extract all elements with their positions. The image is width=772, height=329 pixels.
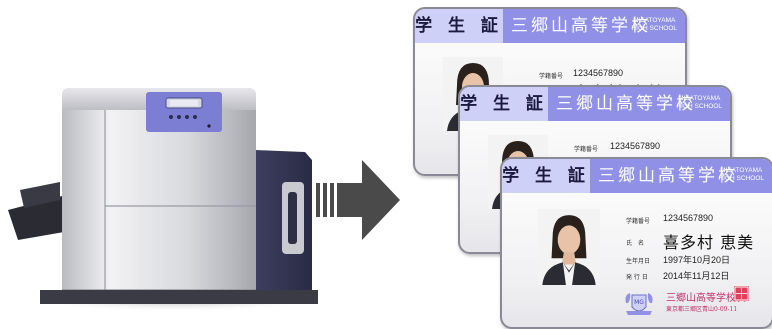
name-label: 氏 名 (626, 240, 645, 247)
card-header: 学 生 証 三郷山高等学校 MISATOYAMA HIGH SCHOOL (415, 9, 685, 43)
issue-date-label: 発 行 日 (626, 274, 648, 281)
student-no-label: 学籍番号 (626, 218, 651, 225)
svg-text:MG: MG (634, 299, 644, 306)
school-name: 三郷山高等学校 (556, 94, 696, 114)
card-printer-illustration (8, 88, 325, 312)
student-no-label: 学籍番号 (574, 146, 599, 153)
student-photo (538, 209, 600, 285)
student-name: 喜多村 恵美 (663, 233, 755, 252)
school-name: 三郷山高等学校 (511, 16, 651, 36)
card-header: 学 生 証 三郷山高等学校 MISATOYAMA HIGH SCHOOL (502, 159, 772, 193)
school-address: 東京都三郷区青山0-09-11 (666, 306, 738, 313)
birth-date-label: 生年月日 (626, 258, 651, 265)
birth-date: 1997年10月20日 (663, 255, 731, 265)
student-no-label: 学籍番号 (539, 73, 564, 80)
student-no: 1234567890 (663, 213, 714, 223)
issue-date: 2014年11月12日 (663, 271, 730, 281)
right-arrow-icon (316, 160, 400, 240)
card-title: 学 生 証 (460, 87, 548, 121)
school-emblem-icon: MG (625, 293, 653, 315)
student-no: 1234567890 (610, 141, 661, 151)
school-name-en: MISATOYAMA HIGH SCHOOL (631, 17, 677, 32)
card-title: 学 生 証 (502, 159, 590, 193)
card-header: 学 生 証 三郷山高等学校 MISATOYAMA HIGH SCHOOL (460, 87, 730, 121)
card-title: 学 生 証 (415, 9, 503, 43)
school-name-en: MISATOYAMA HIGH SCHOOL (718, 167, 764, 182)
school-name: 三郷山高等学校 (598, 166, 738, 186)
control-panel (146, 92, 222, 132)
student-id-card-front: 学 生 証 三郷山高等学校 MISATOYAMA HIGH SCHOOL 学籍番… (500, 157, 772, 329)
student-no: 1234567890 (573, 68, 624, 78)
school-seal-icon (734, 286, 749, 301)
school-principal-sign: 三郷山高等学校長 (666, 293, 746, 304)
school-name-en: MISATOYAMA HIGH SCHOOL (676, 95, 722, 110)
